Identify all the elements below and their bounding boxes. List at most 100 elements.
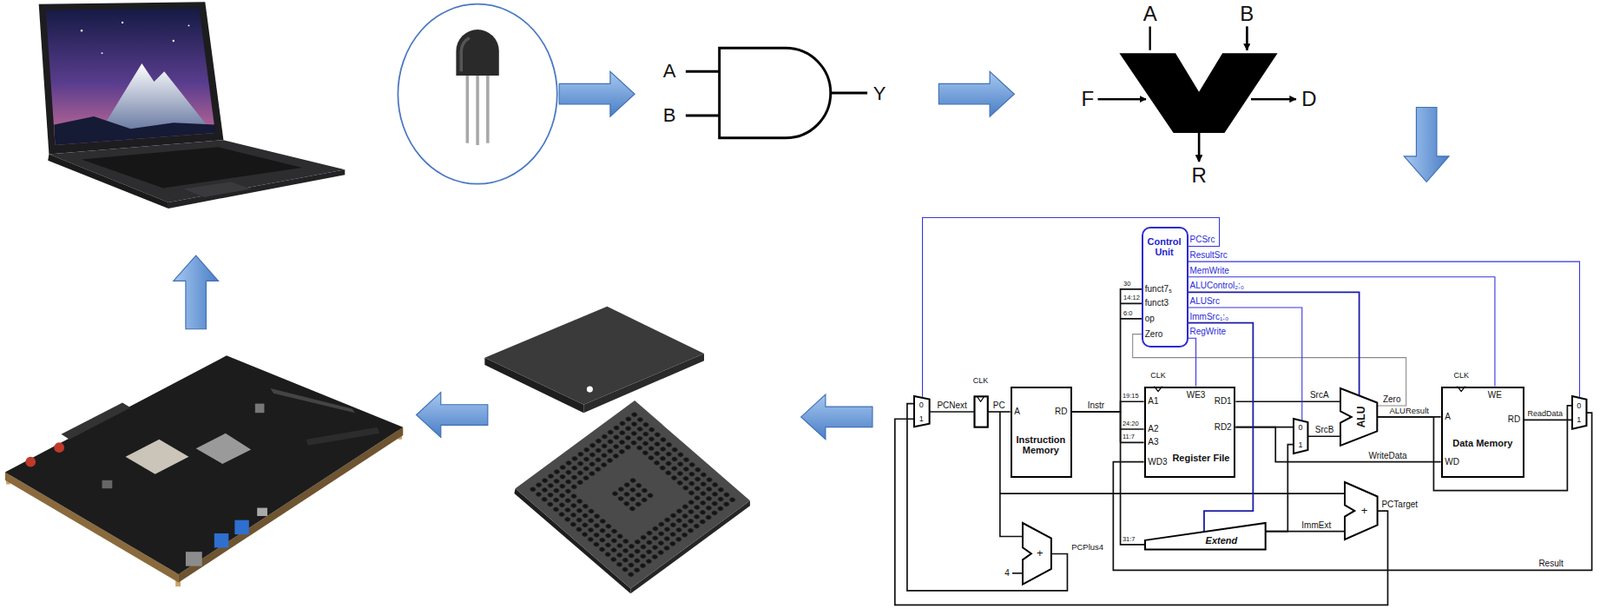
control-signal: MemWrite	[1189, 266, 1229, 276]
star	[121, 21, 124, 24]
port-label: 0	[919, 400, 924, 409]
alu-port-arrows	[1098, 26, 1297, 162]
port-label: B	[1239, 3, 1254, 25]
port-label: WD3	[1147, 456, 1167, 468]
control-wire	[1188, 337, 1197, 386]
shape-outline	[1022, 522, 1052, 585]
port-label: +	[1036, 546, 1044, 560]
signal-label: ReadData	[1527, 409, 1564, 418]
pin-label: Y	[873, 84, 887, 104]
port-label: op	[1145, 313, 1155, 324]
signal-label: ALUResult	[1389, 406, 1429, 415]
pc-wire	[987, 410, 1011, 413]
keyboard	[81, 146, 303, 188]
mountain	[99, 63, 211, 132]
gate-wires	[685, 71, 868, 116]
block-title: Register File	[1171, 452, 1231, 464]
port-label: 1	[1297, 439, 1303, 448]
control-signal: RegWrite	[1189, 327, 1226, 336]
signal-label: PCPlus4	[1071, 543, 1104, 553]
port-label: 1	[1576, 414, 1581, 424]
port-label: WD	[1444, 456, 1460, 468]
data-wire	[1072, 411, 1146, 545]
shape-outline	[1293, 418, 1308, 454]
flow-arrow	[938, 71, 1014, 117]
data-wire	[895, 418, 1389, 605]
signal-label: PCTarget	[1381, 500, 1418, 509]
port-label: A	[1444, 411, 1451, 422]
port-label: RD	[1507, 414, 1521, 426]
shape-outline	[1145, 522, 1266, 550]
control-signal: ImmSrc₁:₀	[1189, 312, 1229, 322]
shape-outline	[1340, 388, 1377, 446]
multiplexer: 01	[914, 395, 930, 427]
data-wire	[907, 403, 1068, 591]
highlight-circle	[397, 4, 557, 185]
transistor-illustration	[397, 4, 557, 185]
shape-outline	[914, 395, 930, 427]
instruction-memory: ARDInstruction Memory	[1010, 386, 1073, 479]
clock-label: CLK	[1150, 370, 1166, 379]
bit-field: 30	[1123, 280, 1131, 288]
port	[256, 507, 268, 516]
soc-chip	[125, 439, 190, 475]
chip-top	[484, 306, 705, 405]
port-label: funct3	[1145, 298, 1169, 310]
component	[255, 403, 265, 414]
usb-port	[214, 533, 229, 547]
port-label: A1	[1147, 395, 1159, 407]
data-wire	[1072, 401, 1145, 442]
ethernet-port	[185, 551, 203, 566]
control-wire	[1188, 276, 1495, 387]
shape-outline	[1572, 395, 1587, 429]
multiplexer: 01	[1572, 395, 1587, 429]
port-label: Zero	[1145, 329, 1164, 340]
laptop-screen	[46, 7, 216, 145]
data-wire	[1072, 289, 1142, 412]
clock-mark	[976, 395, 984, 402]
register-file: A1A2A3WD3WE3RD1RD2Register File	[1144, 386, 1237, 479]
and-gate-body	[719, 47, 831, 139]
alu-v-shape	[1119, 52, 1278, 133]
flow-arrow	[416, 392, 488, 438]
alu-port-arrow	[1251, 98, 1297, 100]
clock-label: CLK	[1453, 370, 1469, 379]
pc-register	[974, 395, 988, 427]
alu-port-arrow	[1098, 98, 1146, 100]
port-label: 0	[1576, 401, 1581, 410]
pc-wire	[1000, 492, 1345, 494]
header	[269, 388, 356, 413]
control-wire	[1188, 307, 1303, 421]
flow-arrow	[801, 394, 873, 440]
port-label: funct7₅	[1145, 283, 1173, 295]
star	[80, 29, 83, 32]
port-label: 0	[1297, 421, 1303, 431]
control-unit: Control Unitfunct7₅funct3opZero	[1141, 226, 1189, 348]
sign-extender: Extend	[1145, 522, 1266, 550]
port-label: RD2	[1214, 421, 1232, 433]
memory-slot	[61, 401, 132, 439]
port-label: WE3	[1186, 389, 1206, 401]
signal-label: Result	[1538, 559, 1563, 568]
port-label: R	[1191, 164, 1206, 186]
port-label: F	[1081, 88, 1095, 110]
alu-port-arrow	[1245, 26, 1248, 51]
signal-label: Instr	[1087, 401, 1105, 410]
board-illustration	[5, 355, 403, 587]
pin-label: B	[663, 105, 677, 126]
shape-outline	[1344, 481, 1378, 540]
transistor-body	[455, 29, 499, 76]
component	[53, 441, 65, 453]
port-label: A2	[1147, 423, 1159, 435]
and-gate-symbol	[685, 47, 868, 139]
constant-wire	[1012, 572, 1023, 574]
data-wire	[1264, 444, 1294, 532]
header	[306, 427, 381, 446]
signal-label: SrcA	[1310, 390, 1330, 400]
data-wire	[1308, 434, 1342, 437]
board-chip	[196, 433, 251, 464]
port-label: A3	[1147, 437, 1159, 448]
control-signal: ResultSrc	[1189, 250, 1227, 260]
constant-label: 4	[1004, 568, 1010, 578]
